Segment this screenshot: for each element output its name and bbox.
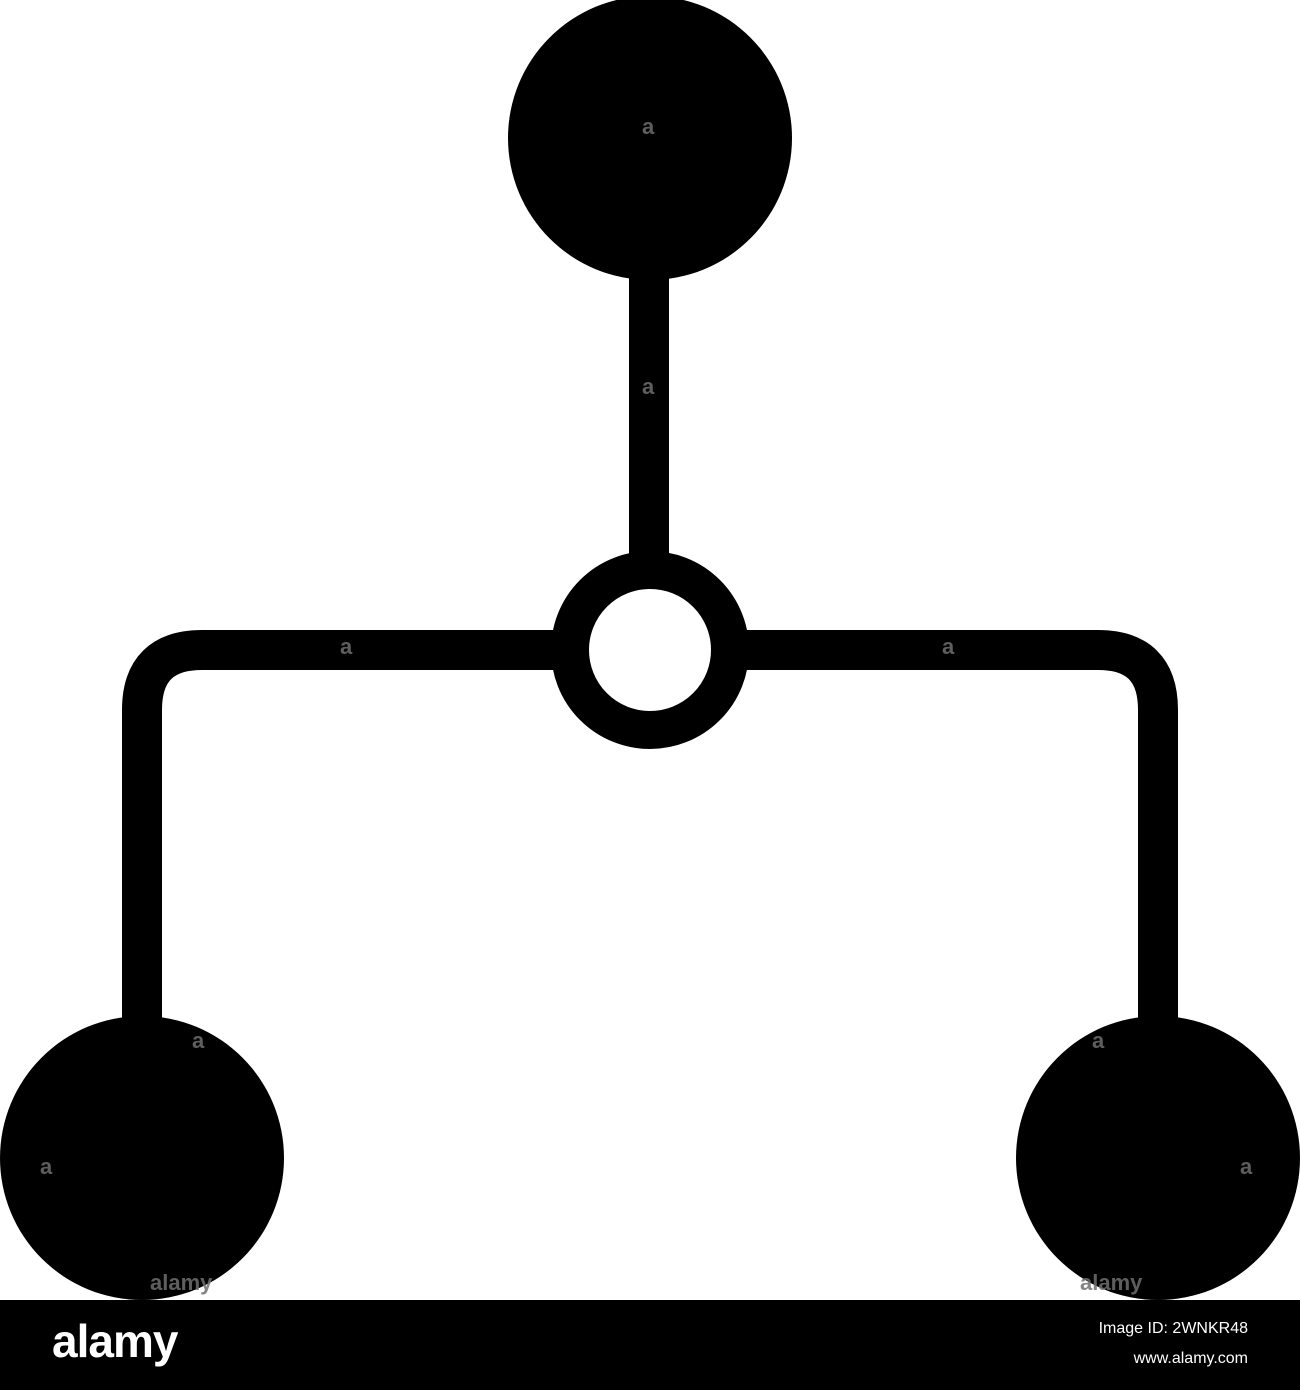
- site-url-text: www.alamy.com: [1133, 1350, 1248, 1367]
- alamy-logo: alamy: [52, 1315, 178, 1367]
- hierarchy-diagram-icon: [0, 0, 1300, 1300]
- center-ring-node: [551, 551, 749, 749]
- top-node-circle: [508, 0, 792, 280]
- bottom-left-node-circle: [0, 1016, 284, 1300]
- bottom-right-node-circle: [1016, 1016, 1300, 1300]
- stock-footer-bar: alamy Image ID: 2WNKR48 www.alamy.com: [0, 1300, 1300, 1390]
- image-id-text: Image ID: 2WNKR48: [1098, 1320, 1248, 1337]
- top-connector-line: [629, 270, 669, 560]
